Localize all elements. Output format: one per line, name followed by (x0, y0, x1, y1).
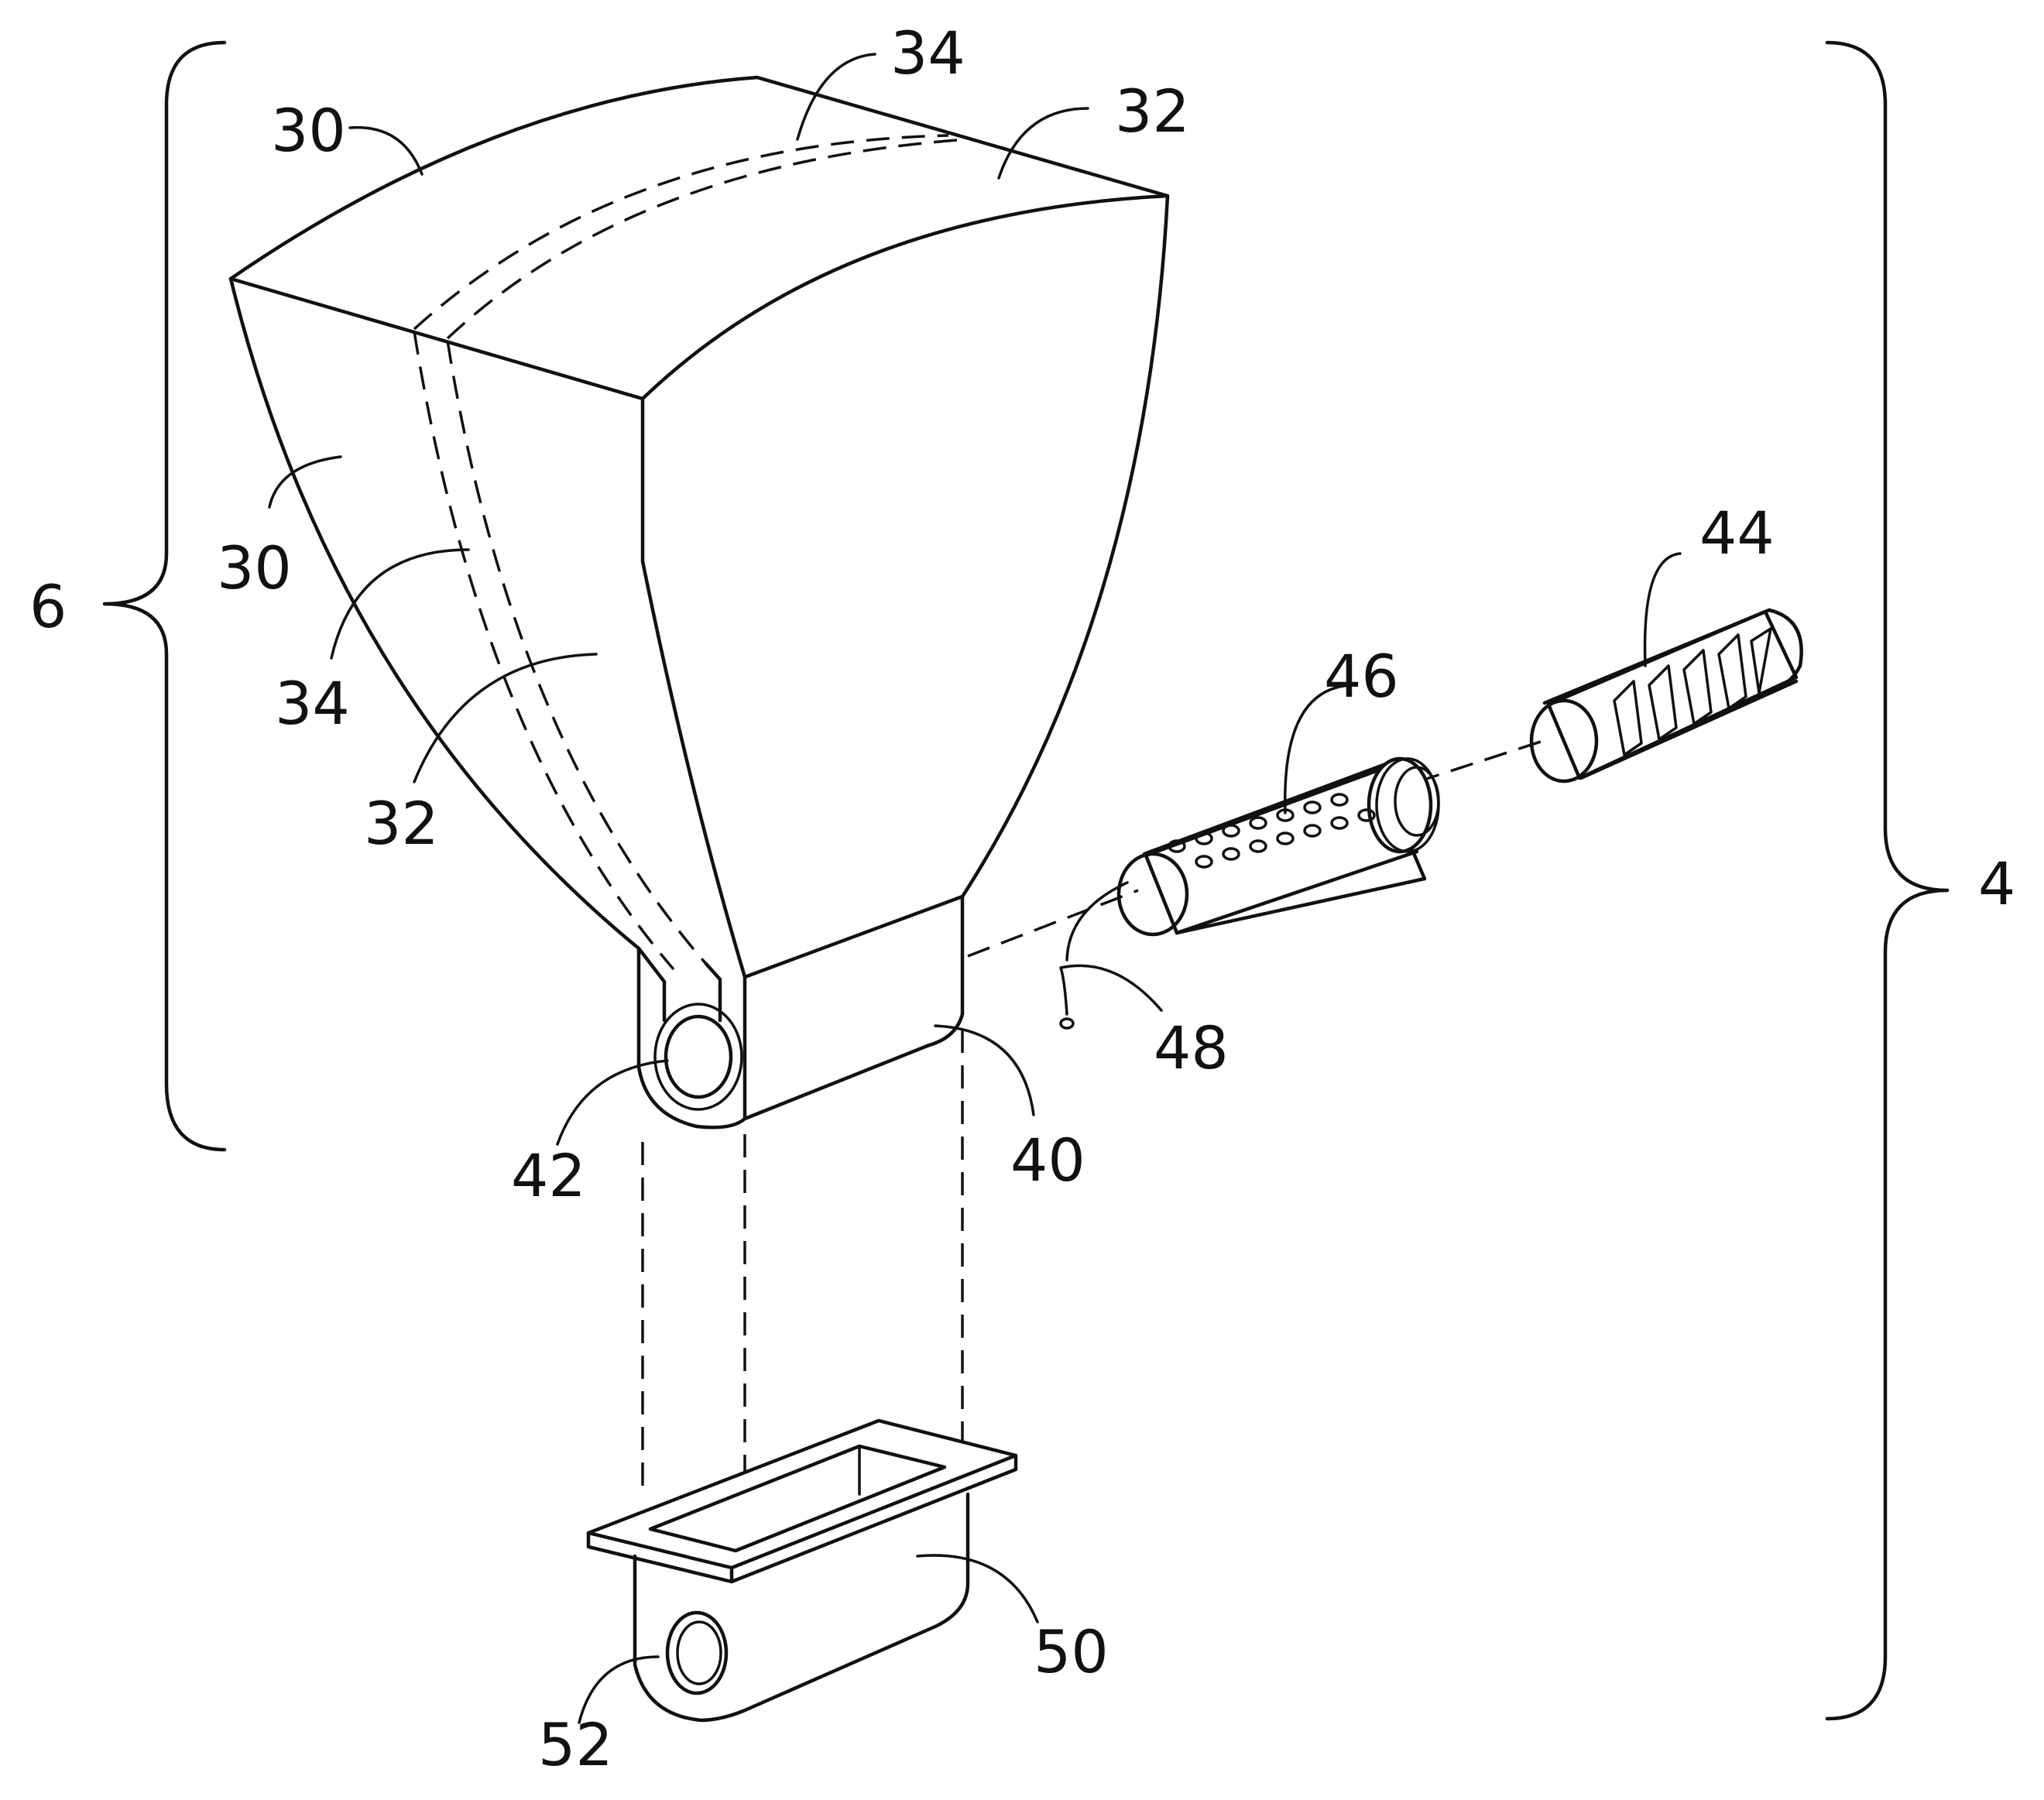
label-42: 42 (511, 1141, 586, 1210)
brace-6 (105, 43, 225, 1150)
label-32-top: 32 (1115, 77, 1190, 146)
base-receptacle-50 (588, 1421, 1016, 1720)
label-30-side: 30 (217, 533, 292, 602)
label-32-side: 32 (364, 789, 439, 858)
slotted-cylinder-44 (1531, 610, 1802, 781)
label-44: 44 (1699, 499, 1775, 567)
label-30-top: 30 (271, 96, 346, 165)
reference-numerals: 6 4 30 34 32 30 34 32 40 42 44 46 48 50 … (29, 19, 2015, 1779)
label-52: 52 (538, 1710, 613, 1779)
label-34-top: 34 (890, 19, 965, 87)
label-4: 4 (1978, 849, 2015, 918)
label-46: 46 (1324, 642, 1399, 711)
label-6: 6 (29, 572, 67, 641)
small-part-48 (1061, 1019, 1073, 1028)
label-48: 48 (1154, 1013, 1229, 1082)
hopper-body (231, 77, 1168, 1127)
label-50: 50 (1034, 1617, 1109, 1686)
brace-4 (1827, 43, 1947, 1719)
label-34-side: 34 (275, 669, 350, 738)
label-40: 40 (1010, 1126, 1085, 1195)
perforated-rod-46 (1119, 759, 1439, 934)
